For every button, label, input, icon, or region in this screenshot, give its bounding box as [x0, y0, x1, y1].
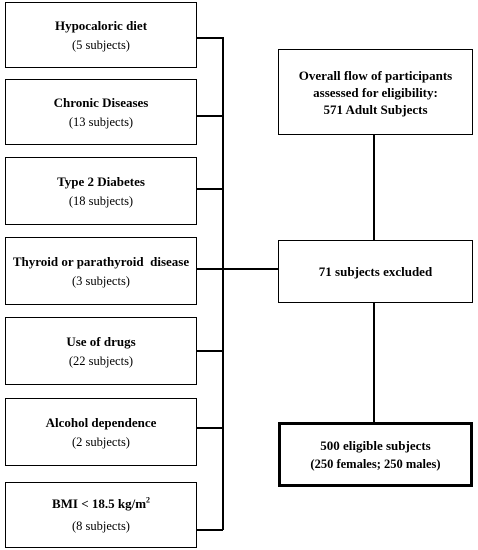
exclusion-chronic-diseases-box: Chronic Diseases (13 subjects): [5, 79, 197, 145]
exclusion-title: Chronic Diseases: [53, 94, 149, 110]
connector-diabetes: [196, 188, 223, 190]
exclusion-count: (3 subjects): [72, 273, 130, 288]
exclusion-title: Hypocaloric diet: [54, 17, 148, 33]
exclusion-type2-diabetes-box: Type 2 Diabetes (18 subjects): [5, 157, 197, 225]
exclusion-title: Thyroid or parathyroid disease: [12, 253, 190, 269]
exclusion-title: Use of drugs: [66, 333, 136, 349]
exclusion-alcohol-box: Alcohol dependence (2 subjects): [5, 398, 197, 466]
excluded-box: 71 subjects excluded: [278, 240, 473, 303]
assessed-line1: Overall flow of participants: [298, 67, 453, 83]
assessed-eligibility-box: Overall flow of participants assessed fo…: [278, 49, 473, 135]
eligible-subjects-box: 500 eligible subjects (250 females; 250 …: [278, 422, 473, 487]
exclusion-hypocaloric-diet-box: Hypocaloric diet (5 subjects): [5, 2, 197, 68]
exclusion-use-of-drugs-box: Use of drugs (22 subjects): [5, 317, 197, 385]
exclusion-title: BMI < 18.5 kg/m2: [52, 496, 150, 512]
excluded-label: 71 subjects excluded: [318, 264, 433, 279]
exclusion-count: (2 subjects): [72, 434, 130, 449]
connector-alcohol: [196, 427, 223, 429]
connector-hypocaloric: [196, 37, 223, 39]
connector-excluded-to-eligible: [373, 302, 375, 422]
bmi-label: BMI < 18.5 kg/m: [51, 496, 147, 511]
exclusion-count: (8 subjects): [72, 519, 130, 533]
connector-bmi: [196, 529, 223, 531]
exclusion-title: Alcohol dependence: [45, 414, 157, 430]
exclusion-count: (22 subjects): [68, 353, 134, 368]
exclusion-title: Type 2 Diabetes: [57, 173, 145, 189]
connector-thyroid: [196, 268, 278, 270]
assessed-line2: assessed for eligibility:: [313, 84, 438, 100]
eligible-line2: (250 females; 250 males): [310, 456, 441, 471]
eligible-line1: 500 eligible subjects: [320, 437, 431, 453]
connector-assessed-to-excluded: [373, 134, 375, 240]
exclusion-count: (18 subjects): [68, 193, 134, 208]
exclusion-bmi-box: BMI < 18.5 kg/m2 (8 subjects): [5, 482, 197, 548]
connector-drugs: [196, 350, 223, 352]
left-vertical-connector: [222, 37, 224, 530]
assessed-line3: 571 Adult Subjects: [323, 101, 428, 117]
exclusion-count: (5 subjects): [72, 37, 130, 52]
bmi-superscript: 2: [146, 495, 151, 505]
exclusion-thyroid-box: Thyroid or parathyroid disease (3 subjec…: [5, 237, 197, 305]
exclusion-count: (13 subjects): [68, 114, 134, 129]
connector-chronic: [196, 115, 223, 117]
